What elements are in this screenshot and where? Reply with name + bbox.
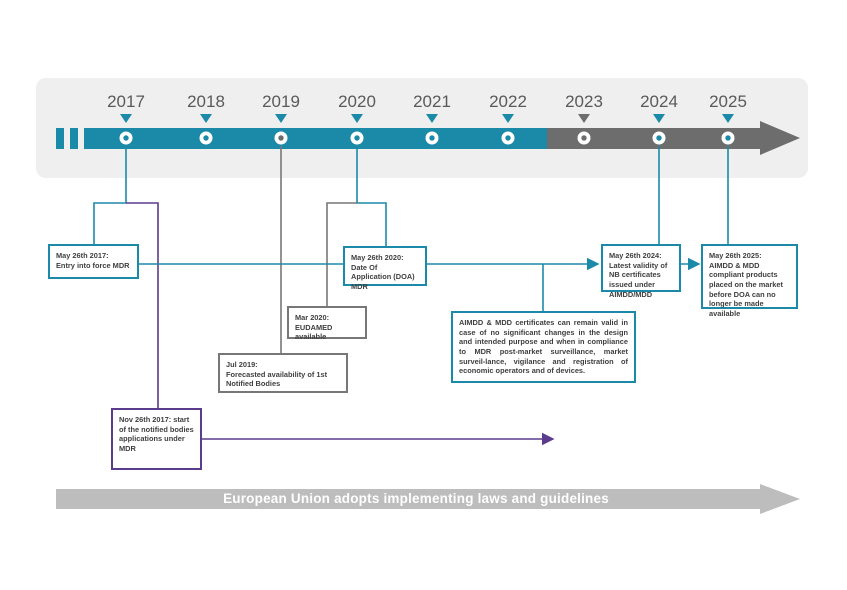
year-marker-2022 [502, 114, 514, 123]
year-label-2017: 2017 [107, 92, 145, 111]
info-box-mdr-entry: May 26th 2017: Entry into force MDR [48, 244, 139, 279]
year-label-2022: 2022 [489, 92, 527, 111]
info-box-nb-applications: Nov 26th 2017: start of the notified bod… [111, 408, 202, 470]
year-marker-2020 [351, 114, 363, 123]
info-box-eudamed: Mar 2020: EUDAMED available [287, 306, 367, 342]
info-box-title: Nov 26th 2017: start [119, 415, 190, 424]
milestone-2020 [350, 131, 364, 145]
eu-arrow-label: European Union adopts implementing laws … [223, 491, 609, 506]
info-box-title: May 26th 2020: [351, 253, 404, 262]
year-label-2024: 2024 [640, 92, 678, 111]
connector-2017-entry [93, 146, 127, 244]
milestone-2023 [577, 131, 591, 145]
info-box-title: May 26th 2025: [709, 251, 762, 260]
info-box-title: Jul 2019: [226, 360, 258, 369]
year-marker-2017 [120, 114, 132, 123]
info-box-text: Entry into force MDR [56, 260, 130, 270]
info-box-notified-bodies: Jul 2019: Forecasted availability of 1st… [218, 353, 348, 393]
milestone-2022 [501, 131, 515, 145]
year-marker-2018 [200, 114, 212, 123]
info-box-text: Latest validity of NB certificates issue… [609, 260, 668, 299]
year-marker-2025 [722, 114, 734, 123]
timeline-dash [70, 128, 78, 149]
info-box-title: Mar 2020: [295, 313, 330, 322]
connector-2020-doa [356, 146, 387, 246]
timeline-arrowhead [760, 121, 800, 155]
milestone-2019 [274, 131, 288, 145]
year-label-2020: 2020 [338, 92, 376, 111]
milestone-2018 [199, 131, 213, 145]
timeline-bar-past [84, 128, 547, 149]
info-box-title: May 26th 2017: [56, 251, 109, 260]
milestone-2021 [425, 131, 439, 145]
info-box-text: AIMDD & MDD compliant products placed on… [709, 260, 783, 318]
year-marker-2024 [653, 114, 665, 123]
year-label-2018: 2018 [187, 92, 225, 111]
info-box-nb-validity: May 26th 2024: Latest validity of NB cer… [601, 244, 681, 299]
year-label-2025: 2025 [709, 92, 747, 111]
info-box-products-placed: May 26th 2025: AIMDD & MDD compliant pro… [701, 244, 798, 318]
year-marker-2019 [275, 114, 287, 123]
milestone-2017 [119, 131, 133, 145]
milestone-2024 [652, 131, 666, 145]
timeline-dash [56, 128, 64, 149]
eu-arrow [56, 484, 800, 514]
connector-2020-eudamed [326, 202, 357, 306]
info-box-doa: May 26th 2020: Date Of Application (DOA)… [343, 246, 427, 291]
year-label-2023: 2023 [565, 92, 603, 111]
connector-2017-nb-applications [126, 202, 159, 408]
milestone-2025 [721, 131, 735, 145]
info-box-certificates-valid: AIMDD & MDD certificates can remain vali… [451, 311, 636, 383]
year-label-2021: 2021 [413, 92, 451, 111]
info-box-text: EUDAMED available [295, 322, 333, 342]
info-box-text: AIMDD & MDD certificates can remain vali… [459, 318, 628, 376]
info-box-text: of the notified bodies applications unde… [119, 424, 194, 453]
year-marker-2021 [426, 114, 438, 123]
info-box-text: Date Of Application (DOA) MDR [351, 262, 415, 291]
info-box-title: May 26th 2024: [609, 251, 662, 260]
year-marker-2023 [578, 114, 590, 123]
year-label-2019: 2019 [262, 92, 300, 111]
info-box-text: Forecasted availability of 1st Notified … [226, 369, 328, 389]
